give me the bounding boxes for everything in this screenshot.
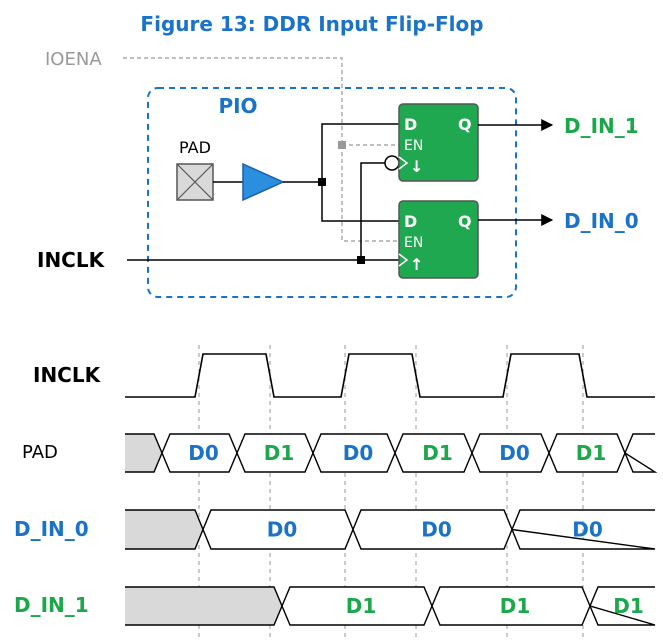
flip-flop-top: D Q EN ↓ — [398, 103, 479, 182]
pad-data-label: D0 — [188, 441, 219, 465]
ff-top-q: Q — [458, 115, 472, 134]
pio-label: PIO — [218, 94, 257, 118]
timing-d-in-1-label: D_IN_1 — [14, 593, 89, 617]
ioena-label: IOENA — [45, 49, 102, 70]
pad-data-label: D1 — [264, 441, 295, 465]
ff-top-falling-edge-glyph: ↓ — [410, 157, 423, 176]
pad-trailing-segment — [623, 433, 658, 473]
d-in-0-data-segment — [510, 509, 656, 550]
d-in-0-data-label: D0 — [572, 518, 603, 542]
d-in-1-data-label: D1 — [500, 594, 531, 618]
d-in-0-bus: D0 D0 D0 — [125, 509, 656, 550]
out-label-d-in-1: D_IN_1 — [564, 114, 639, 138]
figure-title: Figure 13: DDR Input Flip-Flop — [140, 12, 483, 36]
d-in-1-unknown-segment — [125, 586, 283, 626]
ff-bottom-en: EN — [404, 235, 423, 251]
timing-pad-label: PAD — [22, 442, 58, 463]
pad-bus: D0 D1 D0 D1 D0 D1 — [125, 433, 658, 473]
ioena-en-bottom — [341, 145, 400, 242]
pad-icon — [176, 163, 214, 201]
d-in-0-data-label: D0 — [267, 518, 298, 542]
inclk-label: INCLK — [37, 248, 106, 272]
inclk-waveform — [125, 353, 655, 398]
pad-data-label: D1 — [422, 441, 453, 465]
d-in-1-data-label: D1 — [613, 594, 644, 618]
d-in-1-bus: D1 D1 D1 — [125, 586, 656, 626]
d-in-0-data-label: D0 — [421, 518, 452, 542]
input-buffer-icon — [242, 162, 285, 202]
out-label-d-in-0: D_IN_0 — [564, 209, 639, 233]
ff-top-d: D — [404, 115, 417, 134]
pad-unknown-segment — [125, 433, 163, 473]
pad-data-label: D1 — [576, 441, 607, 465]
ioena-wire — [123, 57, 343, 145]
pio-boundary — [147, 87, 517, 298]
ff-bottom-rising-edge-glyph: ↑ — [410, 255, 423, 274]
timing-d-in-0-label: D_IN_0 — [14, 517, 89, 541]
ff-top-en: EN — [404, 138, 423, 154]
data-wire-top — [321, 123, 400, 182]
pad-data-label: D0 — [343, 441, 374, 465]
timing-inclk-label: INCLK — [33, 363, 102, 387]
d-in-0-unknown-segment — [125, 509, 204, 550]
clock-inversion-bubble — [384, 155, 400, 171]
ff-bottom-d: D — [404, 212, 417, 231]
pad-label: PAD — [179, 138, 211, 157]
ff-top-clock-chevron — [398, 156, 409, 170]
clock-wire-top — [360, 162, 385, 260]
flip-flop-bottom: D Q EN ↑ — [398, 200, 479, 279]
pad-data-label: D0 — [499, 441, 530, 465]
d-in-1-data-label: D1 — [346, 594, 377, 618]
d-in-1-data-segment — [588, 586, 656, 626]
ff-bottom-clock-chevron — [398, 253, 409, 267]
ff-bottom-q: Q — [458, 212, 472, 231]
data-wire-bottom — [321, 182, 400, 222]
timing-guides — [198, 345, 584, 641]
